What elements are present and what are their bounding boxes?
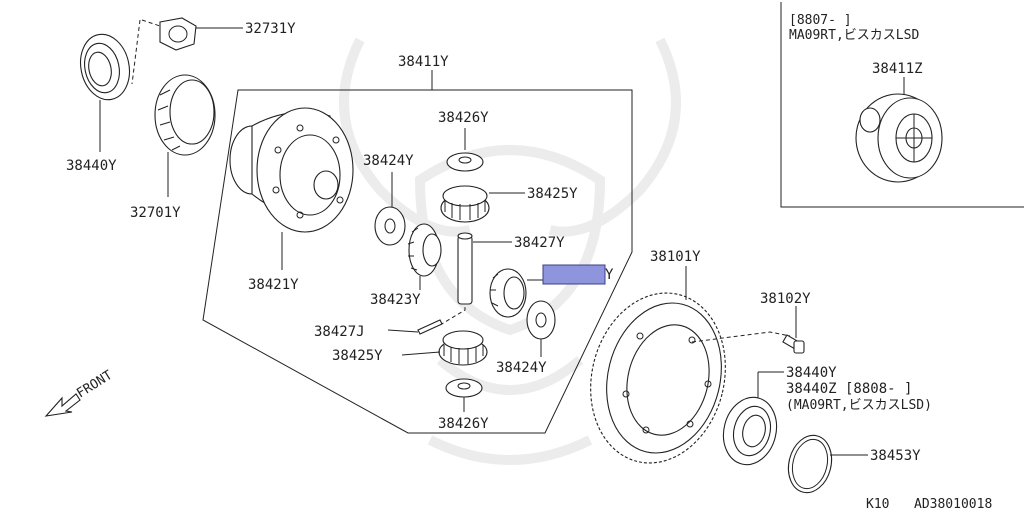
speedo-gear-icon (154, 74, 216, 156)
label-32731Y: 32731Y (245, 21, 296, 37)
shim-icon (159, 17, 197, 51)
footer-model: K10 (866, 497, 889, 510)
label-38440Y-right: 38440Y (786, 365, 837, 381)
inset-date-range: [8807- ] (789, 13, 852, 28)
bottom-thrust-washer-icon (445, 378, 483, 398)
label-38440Y-left: 38440Y (66, 158, 117, 174)
ring-gear-bolt-icon (782, 334, 805, 354)
lock-pin-icon (417, 319, 443, 335)
left-bearing-icon (79, 33, 131, 101)
top-thrust-washer-icon (446, 152, 484, 172)
bottom-side-gear-icon (438, 330, 488, 366)
label-38425Y-top: 38425Y (527, 186, 578, 202)
label-38421Y: 38421Y (248, 277, 299, 293)
inset-spec: MA09RT,ビスカスLSD (789, 28, 919, 43)
label-38101Y: 38101Y (650, 249, 701, 265)
label-38440Z-spec: (MA09RT,ビスカスLSD) (786, 398, 932, 413)
label-38453Y: 38453Y (870, 448, 921, 464)
label-38427Y: 38427Y (514, 235, 565, 251)
right-pinion-gear-icon (489, 268, 527, 318)
label-38440Z: 38440Z [8808- ] (786, 381, 912, 397)
viscous-lsd-case-icon (855, 93, 943, 183)
inset-part-label: 38411Z (872, 61, 923, 77)
pinion-shaft-icon (457, 232, 473, 305)
label-redacted-suffix: Y (605, 267, 614, 283)
label-38424Y-right: 38424Y (496, 360, 547, 376)
label-38424Y-left: 38424Y (363, 153, 414, 169)
assembly-outline (202, 89, 633, 434)
top-side-gear-icon (440, 185, 490, 223)
right-thrust-washer-icon (526, 300, 556, 340)
inset-panel: [8807- ] MA09RT,ビスカスLSD 38411Z (780, 2, 1024, 208)
front-arrow-icon (44, 393, 81, 417)
front-label: FRONT (74, 368, 115, 402)
ring-gear-icon (590, 292, 726, 464)
label-32701Y: 32701Y (130, 205, 181, 221)
label-38411Y: 38411Y (398, 54, 449, 70)
label-38423Y: 38423Y (370, 292, 421, 308)
label-38425Y-bottom: 38425Y (332, 348, 383, 364)
left-pinion-gear-icon (407, 223, 442, 277)
right-bearing-icon (722, 396, 778, 466)
shim-ring-icon (787, 434, 833, 494)
diff-case-icon (229, 107, 354, 233)
left-thrust-washer-icon (374, 206, 406, 246)
footer-diagram-id: AD38010018 (914, 497, 992, 510)
label-38427J: 38427J (314, 324, 365, 340)
redacted-part-number (542, 264, 606, 285)
label-38426Y-bottom: 38426Y (438, 416, 489, 432)
label-38426Y-top: 38426Y (438, 110, 489, 126)
label-38102Y: 38102Y (760, 291, 811, 307)
